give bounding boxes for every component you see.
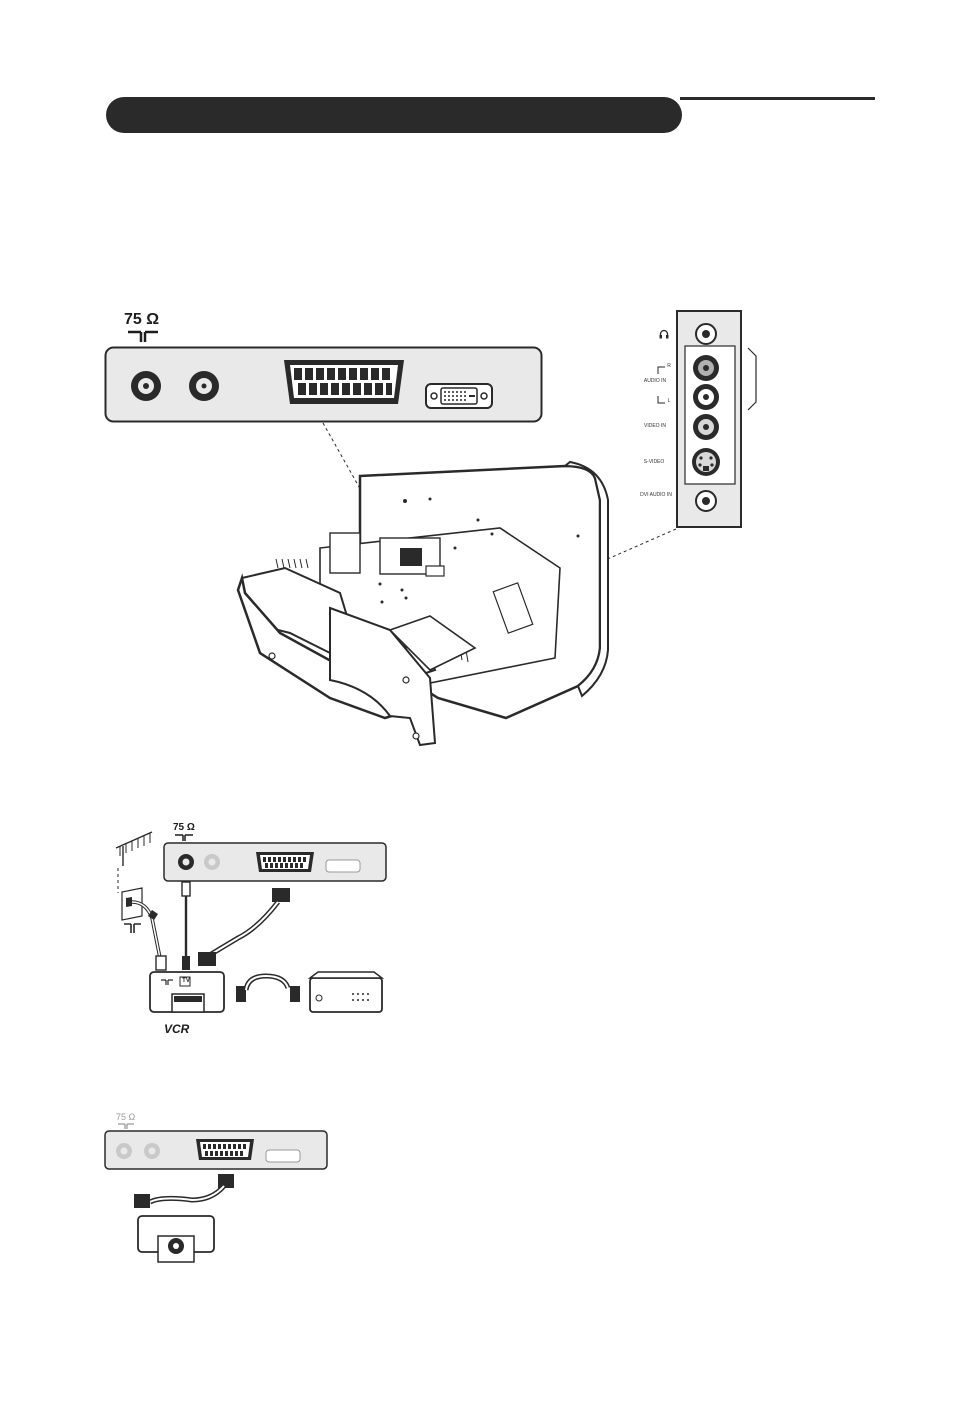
vcr-tv-badge: TV (182, 978, 190, 984)
video-in-jack[interactable] (693, 414, 719, 440)
audio-bracket (657, 366, 665, 404)
antenna-mast-icon (115, 831, 153, 866)
vcr-setup-diagram (117, 842, 387, 1013)
antenna-output-port[interactable] (189, 371, 219, 401)
audio-r-label: R (667, 363, 671, 369)
scart-connector[interactable] (284, 360, 404, 404)
tv-rear-view-drawing (236, 422, 677, 747)
dvi-audio-in-jack[interactable] (695, 490, 717, 512)
dvi-audio-in-label: DVI AUDIO IN (640, 492, 672, 498)
antenna-input-port[interactable] (131, 371, 161, 401)
antenna-impedance-label: 75 Ω (124, 311, 160, 328)
dvd-setup-diagram (104, 1130, 328, 1263)
title-bar (106, 97, 682, 133)
antenna-symbol-icon (128, 330, 158, 342)
video-in-label: VIDEO IN (644, 423, 666, 429)
dvd-panel-impedance-label: 75 Ω (116, 1112, 136, 1122)
audio-l-label: L (667, 398, 671, 404)
audio-in-label: AUDIO IN (643, 378, 667, 384)
title-rule (680, 97, 875, 100)
vcr-panel-impedance-label: 75 Ω (173, 822, 195, 833)
vcr-label: VCR (164, 1022, 190, 1036)
headphone-jack[interactable] (695, 323, 717, 345)
s-video-label: S-VIDEO (643, 459, 665, 465)
audio-in-r-jack[interactable] (693, 355, 719, 381)
s-video-jack[interactable] (692, 448, 720, 476)
headphone-icon (659, 329, 669, 339)
audio-in-l-jack[interactable] (693, 384, 719, 410)
dvd-panel-antenna-symbol-icon (118, 1123, 134, 1129)
side-panel (676, 310, 757, 528)
main-rear-panel (104, 346, 543, 423)
dvi-connector[interactable] (425, 383, 493, 409)
vcr-panel-antenna-symbol-icon (175, 834, 193, 841)
